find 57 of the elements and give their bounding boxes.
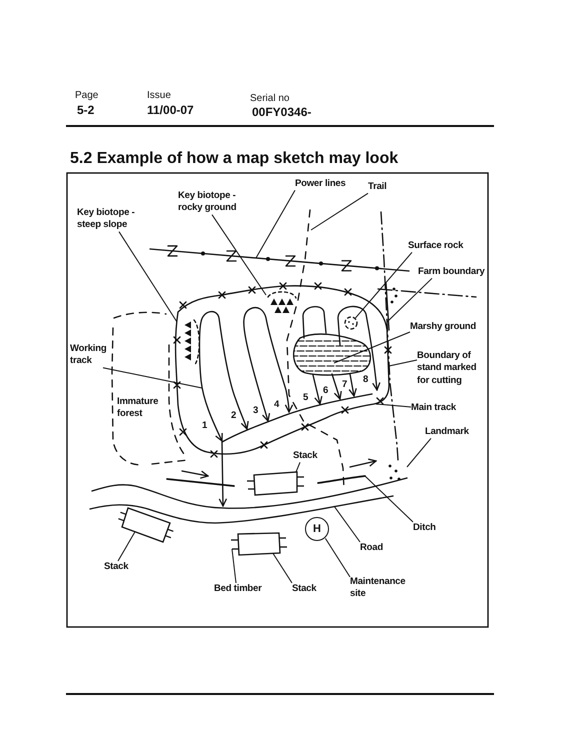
callout-label: Landmark (425, 426, 469, 438)
callout-number: 5 (303, 392, 308, 404)
field-label: Page (75, 90, 98, 102)
leader-line (324, 538, 350, 578)
callout-number: 2 (231, 410, 236, 422)
stack-symbol (231, 532, 287, 556)
leader-line (354, 252, 412, 319)
callout-label: Main track (411, 402, 456, 414)
callout-label: Working track (70, 343, 108, 368)
callout-number: 7 (342, 379, 348, 392)
area-label: Immature forest (117, 396, 160, 421)
callout-label: Maintenance site (350, 576, 407, 601)
callout-number: 6 (323, 385, 328, 398)
field-value: 5-2 (77, 104, 94, 118)
callout-label: Stack (292, 583, 316, 596)
leader-line (386, 278, 432, 322)
leader-line (232, 548, 236, 584)
leader-line (388, 360, 418, 366)
site-marker: H (305, 517, 329, 541)
callout-label: Marshy ground (410, 321, 476, 334)
callout-number: 8 (363, 374, 368, 386)
callout-label: Surface rock (408, 240, 464, 252)
callout-label: Farm boundary (418, 266, 485, 278)
section-title: 5.2 Example of how a map sketch may look (70, 150, 398, 168)
leader-line (334, 332, 410, 364)
leader-line (310, 192, 368, 230)
callout-label: Stack (293, 450, 318, 462)
callout-number: 3 (253, 405, 258, 418)
rock-symbol (344, 316, 358, 330)
field-label: Issue (147, 90, 171, 102)
callout-label: Key biotope - rocky ground (178, 190, 238, 215)
callout-label: Road (360, 542, 383, 554)
callout-label: Stack (104, 561, 128, 574)
field-label: Serial no (250, 93, 290, 104)
leader-line (118, 231, 178, 322)
callout-label: Bed timber (214, 583, 262, 596)
callout-number: 4 (274, 399, 280, 412)
callout-label: Power lines (295, 178, 346, 190)
leader-line (118, 531, 136, 562)
leader-line (334, 506, 360, 542)
callout-number: 1 (202, 420, 208, 432)
stack-symbol (118, 507, 174, 543)
leader-line (102, 367, 202, 388)
leader-line (272, 552, 292, 584)
field-value: 11/00-07 (147, 104, 194, 118)
leader-line (406, 438, 432, 468)
leader-line (212, 214, 266, 296)
callout-label: Trail (368, 181, 387, 194)
stack-symbol (247, 471, 304, 496)
callout-label: Ditch (413, 522, 436, 534)
leader-line (256, 190, 296, 258)
leader-line (376, 404, 412, 408)
field-value: 00FY0346- (252, 106, 312, 120)
callout-label: Boundary of stand marked for cutting (417, 350, 478, 388)
leader-line (296, 462, 300, 473)
callout-label: Key biotope - steep slope (77, 207, 136, 232)
leader-line (364, 476, 414, 522)
